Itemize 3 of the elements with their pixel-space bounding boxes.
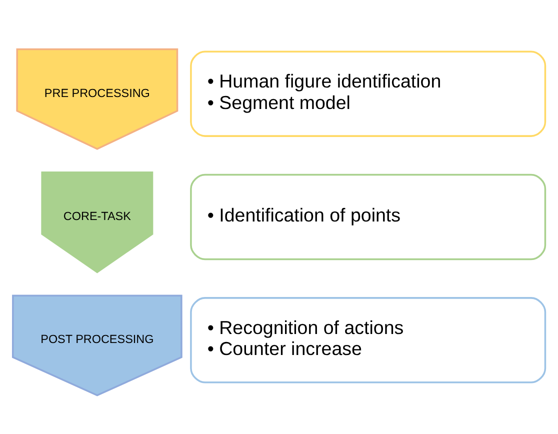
node-box: • Recognition of actions • Counter increase <box>190 297 546 384</box>
node-box: • Human figure identification • Segment model <box>190 50 546 137</box>
node-box: • Identification of points <box>190 174 546 260</box>
